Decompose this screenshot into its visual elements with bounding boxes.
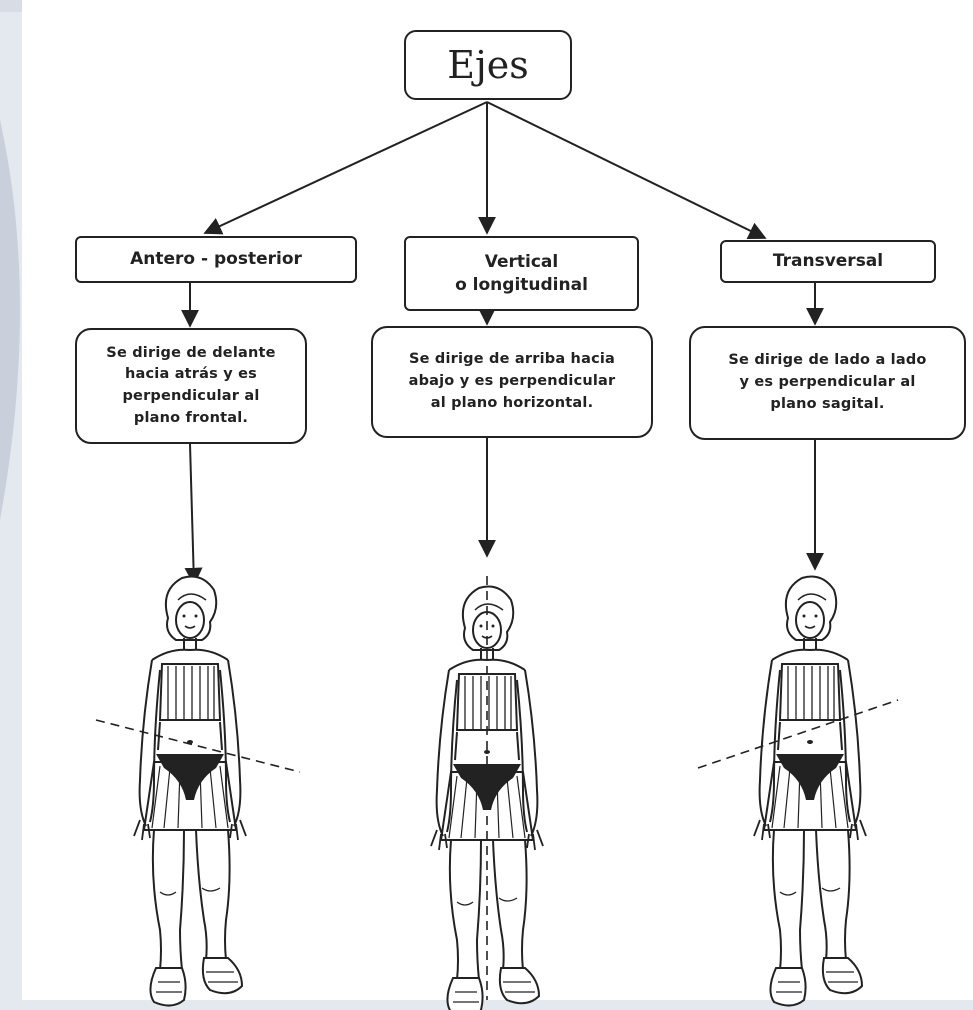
figure-antero-posterior	[133, 575, 247, 1007]
description-box-vertical: Se dirige de arriba hacia abajo y es per…	[371, 326, 653, 438]
description-line: perpendicular al	[122, 388, 260, 404]
description-line: abajo y es perpendicular	[408, 373, 616, 390]
transversal-axis-line	[697, 699, 899, 769]
description-box-antero-posterior: Se dirige de delante hacia atrás y es pe…	[75, 328, 307, 444]
antero-posterior-axis-line	[95, 719, 301, 773]
description-line: al plano horizontal.	[430, 394, 594, 411]
axis-name-line: Transversal	[772, 251, 884, 272]
description-line: hacia atrás y es	[124, 366, 257, 383]
axis-box-antero-posterior: Antero - posterior	[75, 236, 357, 283]
description-line: y es perpendicular al	[739, 374, 916, 391]
root-node: Ejes	[404, 30, 572, 100]
description-line: plano frontal.	[133, 409, 249, 426]
figure-vertical	[430, 585, 544, 1010]
description-line: plano sagital.	[770, 395, 885, 412]
description-line: Se dirige de lado a lado	[728, 352, 927, 369]
axis-name-line: Antero - posterior	[130, 249, 302, 270]
axis-box-vertical: Vertical o longitudinal	[404, 236, 639, 311]
description-line: Se dirige de delante	[106, 344, 276, 361]
description-box-transversal: Se dirige de lado a lado y es perpendicu…	[689, 326, 966, 440]
description-line: Se dirige de arriba hacia	[408, 351, 616, 368]
axis-name-line: o longitudinal	[455, 274, 588, 295]
figure-transversal	[753, 575, 867, 1007]
axis-box-transversal: Transversal	[720, 240, 936, 283]
axis-name-line: Vertical	[484, 251, 559, 272]
root-label: Ejes	[447, 43, 529, 87]
